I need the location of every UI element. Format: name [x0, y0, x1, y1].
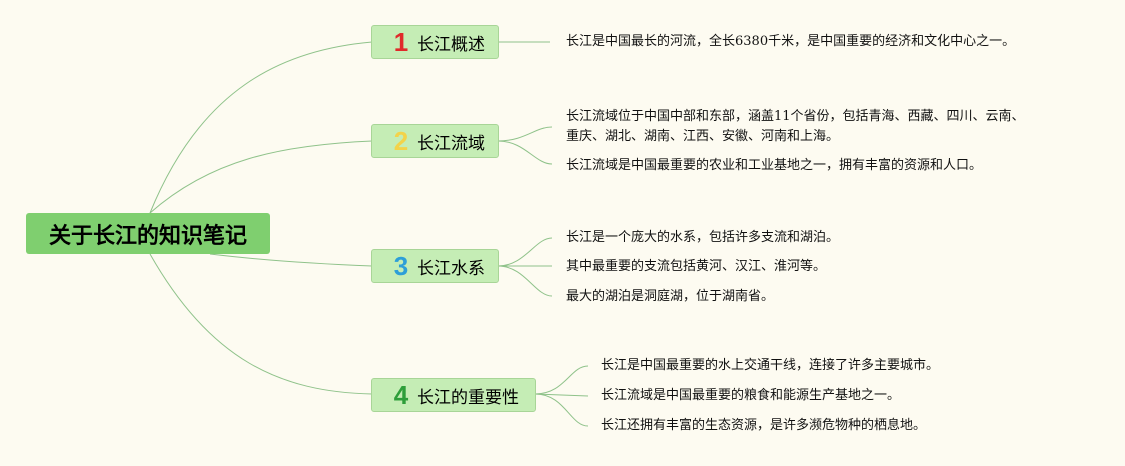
leaf-topic[interactable]: 长江是一个庞大的水系，包括许多支流和湖泊。	[566, 230, 840, 245]
branch-topic-overview[interactable]: 1 长江概述	[371, 25, 499, 59]
leaf-topic[interactable]: 长江流域是中国最重要的农业和工业基地之一，拥有丰富的资源和人口。	[566, 158, 983, 173]
branch-topic-label: 长江水系	[417, 258, 485, 279]
link-root-branch-2	[149, 140, 373, 214]
number-3-icon: 3	[393, 250, 409, 281]
link-root-branch-4	[149, 253, 373, 395]
leaf-topic-continuation: 重庆、湖北、湖南、江西、安徽、河南和上海。	[566, 129, 840, 144]
root-topic-label: 关于长江的知识笔记	[48, 223, 247, 249]
leaf-topic[interactable]: 长江流域位于中国中部和东部，涵盖11个省份，包括青海、西藏、四川、云南、	[566, 109, 1025, 124]
link-branch3-leaf1	[497, 237, 553, 267]
number-4-icon: 4	[393, 379, 409, 410]
link-root-branch-1	[149, 41, 373, 214]
link-branch3-leaf3	[497, 265, 553, 297]
link-branch2-leaf2	[497, 140, 553, 165]
link-branch2-leaf1	[497, 126, 553, 142]
root-topic[interactable]: 关于长江的知识笔记	[26, 213, 270, 254]
number-1-icon: 1	[393, 26, 409, 57]
leaf-topic[interactable]: 长江是中国最重要的水上交通干线，连接了许多主要城市。	[601, 358, 940, 373]
branch-topic-label: 长江的重要性	[417, 387, 519, 408]
link-branch4-leaf1	[534, 365, 589, 395]
leaf-topic[interactable]: 长江是中国最长的河流，全长6380千米，是中国重要的经济和文化中心之一。	[566, 34, 1016, 49]
number-2-icon: 2	[393, 125, 409, 156]
branch-topic-basin[interactable]: 2 长江流域	[371, 124, 499, 158]
branch-topic-label: 长江流域	[417, 133, 485, 154]
link-branch4-leaf2	[534, 393, 589, 397]
branch-topic-label: 长江概述	[417, 34, 485, 55]
leaf-topic[interactable]: 长江还拥有丰富的生态资源，是许多濒危物种的栖息地。	[601, 418, 927, 433]
link-branch4-leaf3	[534, 393, 589, 427]
leaf-topic[interactable]: 长江流域是中国最重要的粮食和能源生产基地之一。	[601, 388, 901, 403]
branch-topic-water-system[interactable]: 3 长江水系	[371, 249, 499, 283]
link-root-branch-3	[209, 253, 373, 267]
leaf-topic[interactable]: 最大的湖泊是洞庭湖，位于湖南省。	[566, 289, 775, 304]
branch-topic-importance[interactable]: 4 长江的重要性	[371, 378, 536, 412]
leaf-topic[interactable]: 其中最重要的支流包括黄河、汉江、淮河等。	[566, 259, 827, 274]
